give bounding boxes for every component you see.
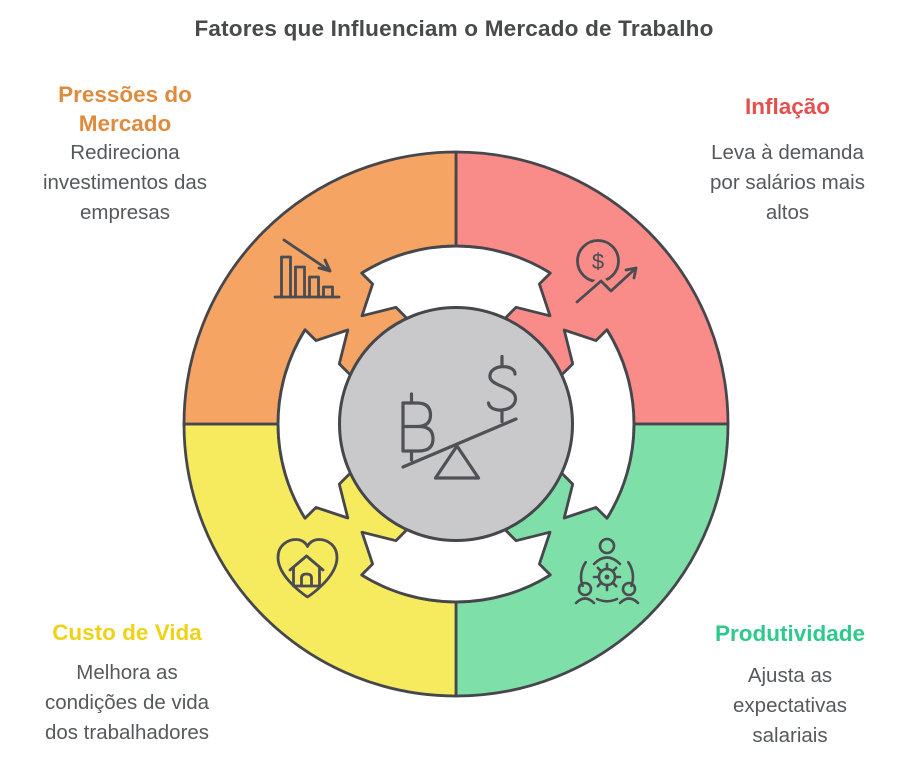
description-inflacao: Leva à demanda por salários mais altos	[710, 141, 865, 224]
coin-dollar-text: $	[592, 249, 604, 274]
label-custo-de-vida: Custo de Vida	[52, 620, 202, 645]
heart-home-icon	[276, 538, 339, 599]
page-title: Fatores que Influenciam o Mercado de Tra…	[194, 16, 714, 41]
label-pressoes-do-mercado: Pressões do Mercado	[58, 82, 192, 136]
team-gear-icon	[574, 537, 640, 605]
balance-scale-icon: ₿ $	[401, 354, 518, 480]
label-inflacao: Inflação	[744, 94, 831, 119]
fulcrum-triangle	[433, 444, 481, 480]
seesaw-beam	[401, 417, 518, 469]
declining-chart-icon	[273, 238, 341, 299]
arrowhead	[317, 258, 332, 273]
center-circle	[338, 306, 574, 542]
description-pressoes-do-mercado: Redireciona investimentos das empresas	[42, 141, 208, 224]
dollar-growth-icon: $	[574, 239, 640, 306]
description-custo-de-vida: Melhora as condições de vida dos trabalh…	[44, 661, 210, 744]
label-produtividade: Produtividade	[714, 621, 866, 646]
bitcoin-symbol: ₿	[401, 392, 435, 462]
arrowhead	[624, 266, 638, 280]
description-produtividade: Ajusta as expectativas salariais	[733, 664, 847, 747]
dollar-symbol: $	[486, 354, 518, 424]
